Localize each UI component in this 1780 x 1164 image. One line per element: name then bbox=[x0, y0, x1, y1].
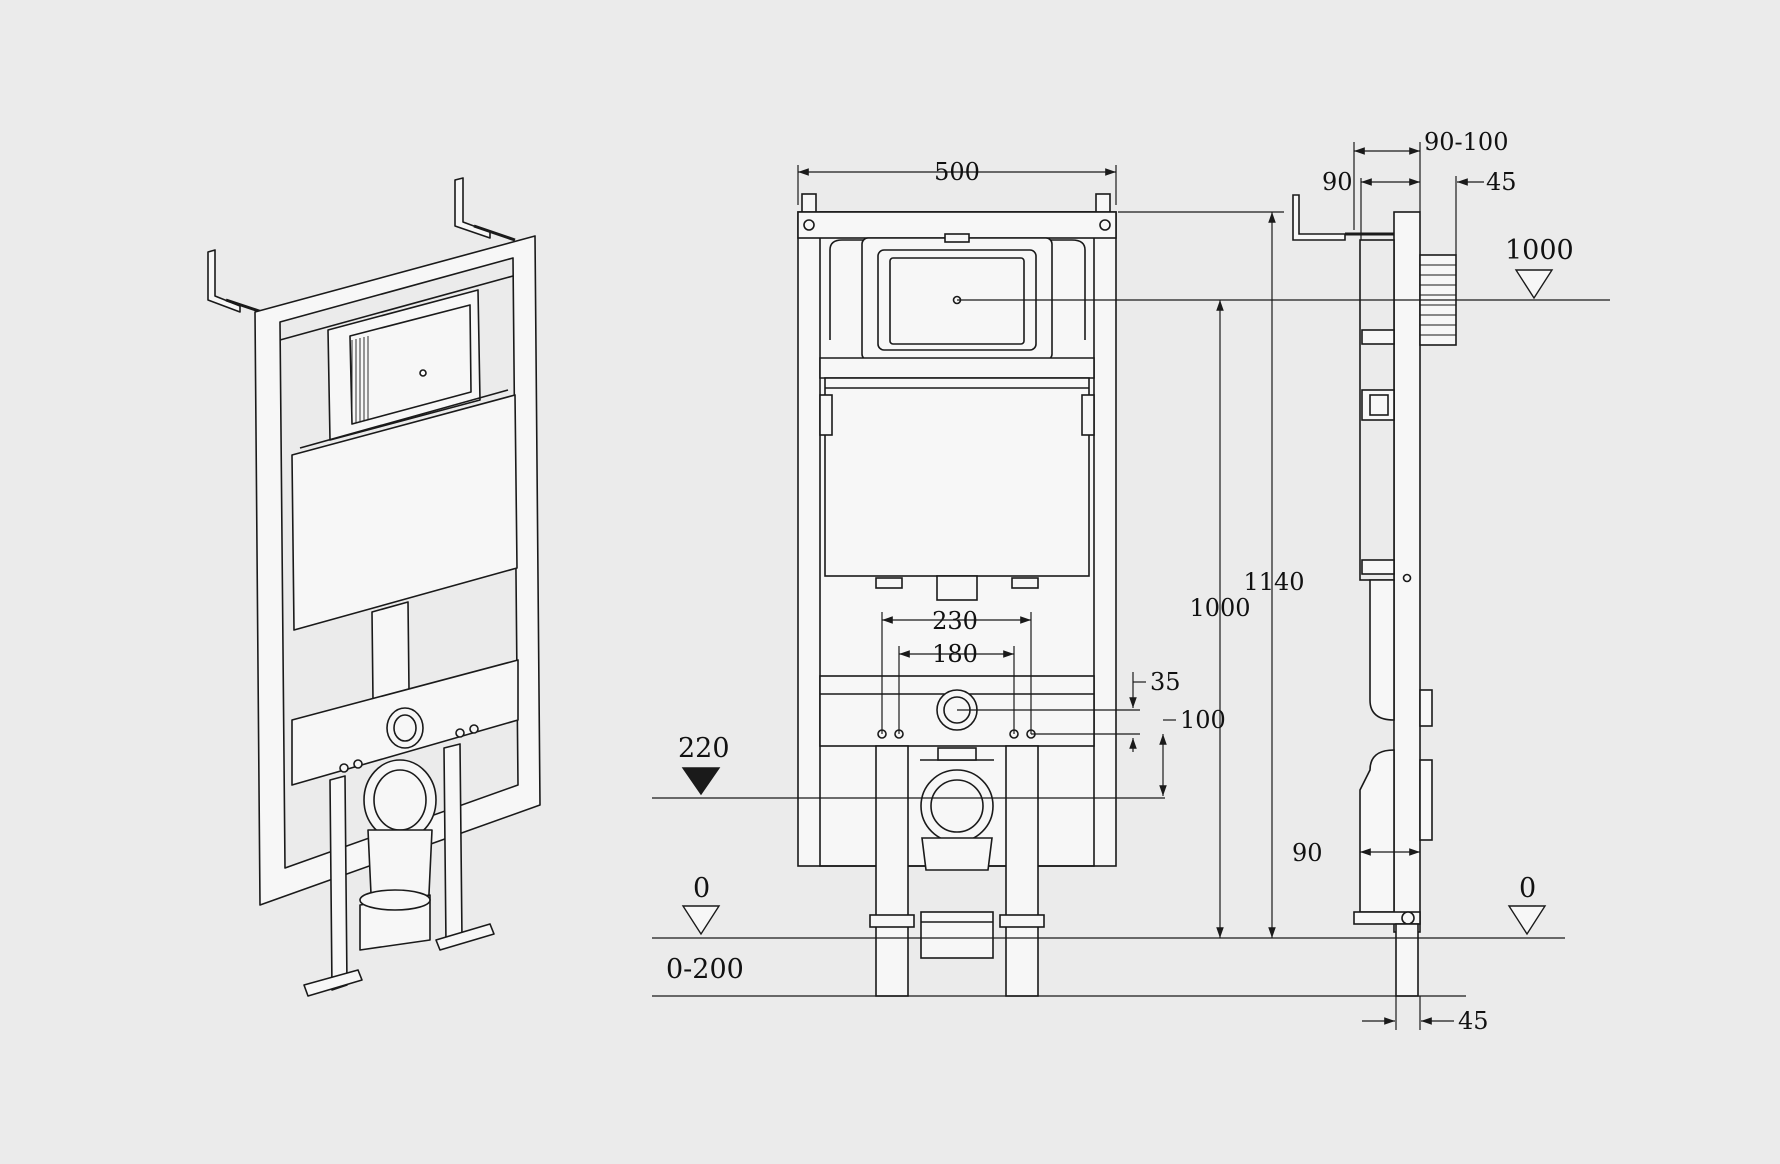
offset-large-label: 100 bbox=[1180, 706, 1226, 734]
drain-axis-level-label: 220 bbox=[678, 733, 730, 764]
button-axis-level-label: 1000 bbox=[1505, 235, 1574, 266]
floor-level-right-marker-icon bbox=[1507, 905, 1547, 936]
foot-depth-label: 45 bbox=[1458, 1007, 1489, 1035]
floor-level-left-label: 0 bbox=[693, 873, 710, 904]
side-view bbox=[1292, 194, 1457, 997]
dimension-lines bbox=[652, 142, 1610, 1030]
outlet-spacing-inner-label: 180 bbox=[932, 640, 978, 668]
floor-level-left-marker-icon bbox=[681, 905, 721, 936]
bottom-depth-label: 90 bbox=[1292, 839, 1323, 867]
adjust-range-label: 0-200 bbox=[666, 954, 744, 985]
width-label: 500 bbox=[934, 158, 980, 186]
depth-label: 90 bbox=[1322, 168, 1353, 196]
offset-small-label: 35 bbox=[1150, 668, 1181, 696]
button-level-marker-icon bbox=[1514, 269, 1554, 300]
front-view bbox=[797, 193, 1117, 997]
overall-height-label: 1140 bbox=[1243, 568, 1304, 596]
level-symbols bbox=[681, 269, 1554, 936]
isometric-view bbox=[207, 177, 541, 997]
outlet-spacing-outer-label: 230 bbox=[932, 607, 978, 635]
floor-level-right-label: 0 bbox=[1519, 873, 1536, 904]
button-height-label: 1000 bbox=[1189, 594, 1250, 622]
depth-range-label: 90-100 bbox=[1424, 128, 1508, 156]
drain-level-marker-icon bbox=[681, 767, 721, 796]
flush-plate-depth-label: 45 bbox=[1486, 168, 1517, 196]
